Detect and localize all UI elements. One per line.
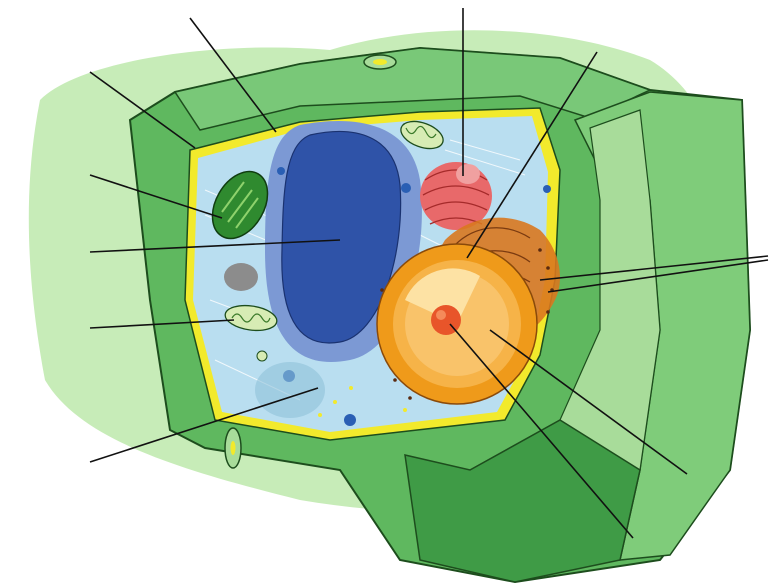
nucleolus-highlight <box>436 310 446 320</box>
wall-pit-bottom-core <box>231 441 236 455</box>
wall-pit-top-core <box>373 59 387 65</box>
cytoplasm-shade <box>255 362 325 418</box>
vesicle-grey <box>224 263 258 291</box>
